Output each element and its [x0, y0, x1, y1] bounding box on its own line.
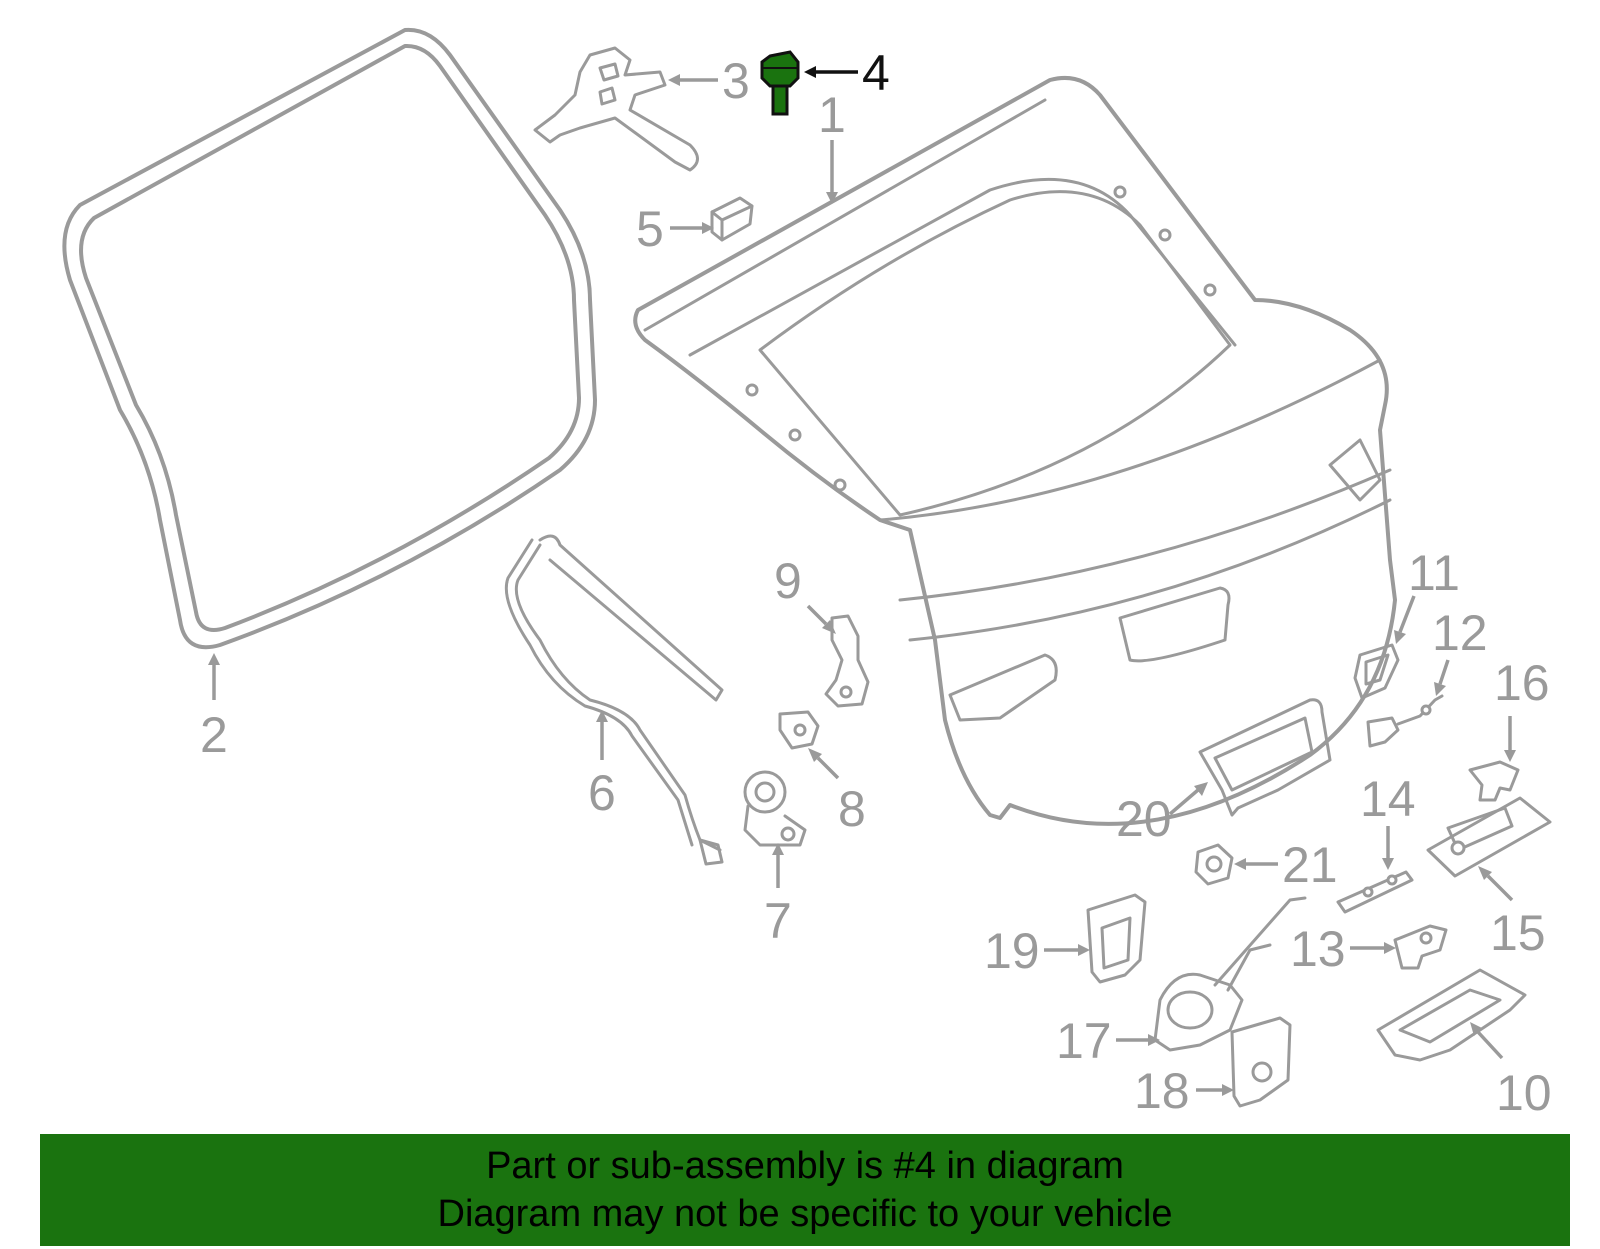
part-3-hinge: [533, 46, 699, 172]
part-1-liftgate: [633, 75, 1397, 826]
part-14-switch: [1336, 870, 1414, 914]
svg-text:5: 5: [636, 201, 664, 257]
callout-12: 12: [1432, 605, 1488, 696]
callout-19: 19: [984, 923, 1090, 979]
callout-16: 16: [1494, 655, 1550, 762]
part-18-module: [1230, 1016, 1292, 1108]
part-8-bumper: [778, 710, 820, 750]
part-6-strut: [504, 534, 724, 866]
svg-text:2: 2: [200, 707, 228, 763]
part-15-lamp: [1426, 796, 1552, 878]
callout-9: 9: [774, 553, 836, 634]
part-17-latch: [1153, 896, 1307, 1052]
part-12-wire: [1366, 694, 1444, 748]
svg-text:14: 14: [1360, 771, 1416, 827]
svg-text:19: 19: [984, 923, 1040, 979]
svg-text:3: 3: [722, 53, 750, 109]
svg-text:9: 9: [774, 553, 802, 609]
callout-8: 8: [808, 748, 866, 837]
svg-text:16: 16: [1494, 655, 1550, 711]
part-19-cover: [1086, 893, 1147, 984]
part-21-nut: [1194, 843, 1234, 886]
part-20-plate-housing: [1198, 698, 1332, 817]
svg-text:11: 11: [1408, 545, 1460, 601]
part-11-trim: [1353, 643, 1400, 700]
svg-text:8: 8: [838, 781, 866, 837]
callout-13: 13: [1290, 921, 1396, 977]
part-13-bracket: [1393, 924, 1448, 970]
svg-text:12: 12: [1432, 605, 1488, 661]
banner-line-part: Part or sub-assembly is #4 in diagram: [486, 1145, 1124, 1187]
part-9-bracket: [824, 614, 870, 708]
callout-4-highlighted: 4: [804, 45, 890, 101]
callout-20: 20: [1116, 782, 1208, 847]
banner-line-disclaimer: Diagram may not be specific to your vehi…: [437, 1193, 1173, 1235]
callout-7: 7: [764, 843, 792, 949]
part-2-weatherstrip: [62, 27, 597, 650]
callout-2: 2: [200, 653, 228, 763]
svg-text:15: 15: [1490, 905, 1546, 961]
callout-18: 18: [1134, 1063, 1234, 1119]
svg-text:1: 1: [818, 87, 846, 143]
callout-1: 1: [818, 87, 846, 204]
svg-text:10: 10: [1496, 1065, 1552, 1121]
callout-3: 3: [668, 53, 750, 109]
svg-text:17: 17: [1056, 1013, 1112, 1069]
info-banner: Part or sub-assembly is #4 in diagram Di…: [40, 1134, 1570, 1246]
svg-text:20: 20: [1116, 791, 1172, 847]
svg-text:21: 21: [1282, 837, 1338, 893]
svg-text:18: 18: [1134, 1063, 1190, 1119]
callout-17: 17: [1056, 1013, 1160, 1069]
part-10-handle: [1376, 968, 1527, 1062]
callout-11: 11: [1394, 545, 1460, 644]
svg-text:6: 6: [588, 765, 616, 821]
callout-14: 14: [1360, 771, 1416, 870]
callout-21: 21: [1234, 837, 1338, 893]
part-16-bracket: [1468, 760, 1520, 802]
callout-10: 10: [1470, 1022, 1552, 1121]
part-7-striker: [743, 770, 807, 847]
callout-6: 6: [588, 710, 616, 821]
svg-text:7: 7: [764, 893, 792, 949]
svg-text:4: 4: [862, 45, 890, 101]
svg-text:13: 13: [1290, 921, 1346, 977]
part-4-bolt: [760, 50, 800, 116]
callout-5: 5: [636, 201, 714, 257]
part-5-clip: [710, 196, 754, 242]
callout-15: 15: [1478, 866, 1546, 961]
